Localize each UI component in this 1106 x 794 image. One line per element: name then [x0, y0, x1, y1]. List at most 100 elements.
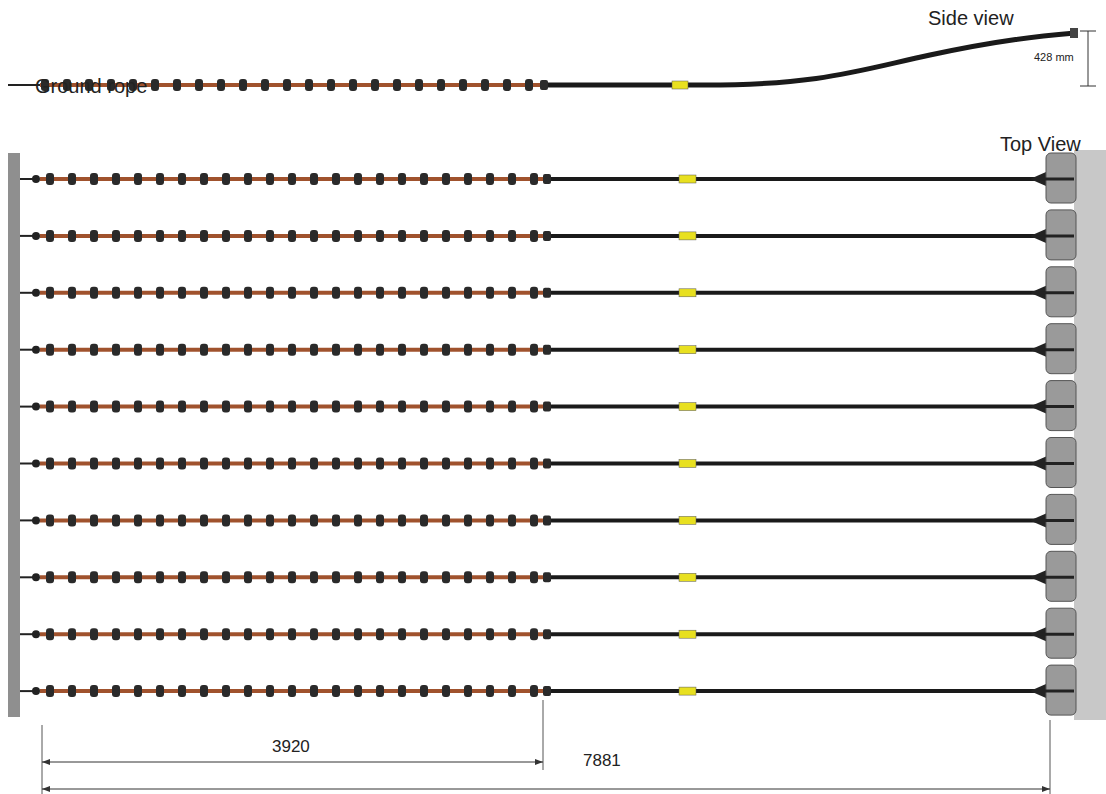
bobbin — [112, 344, 120, 356]
link — [1040, 576, 1074, 579]
bobbin — [46, 344, 54, 356]
bobbin — [90, 514, 98, 526]
bobbin — [464, 514, 472, 526]
bobbin — [46, 571, 54, 583]
bobbin — [530, 230, 538, 242]
label: 3920 — [272, 738, 310, 755]
bobbin — [543, 174, 551, 184]
bobbin — [222, 344, 230, 356]
link — [20, 349, 34, 351]
bobbin — [244, 514, 252, 526]
bobbin — [200, 458, 208, 470]
bobbin — [464, 401, 472, 413]
dimension-3920 — [42, 700, 1050, 794]
bobbin — [112, 401, 120, 413]
rope-rows — [20, 153, 1076, 715]
bobbin — [90, 571, 98, 583]
bobbin — [68, 230, 76, 242]
bobbin — [508, 344, 516, 356]
bobbin — [288, 230, 296, 242]
bobbin — [376, 344, 384, 356]
bobbin — [288, 458, 296, 470]
bobbin — [244, 401, 252, 413]
bobbin — [354, 514, 362, 526]
bobbin — [543, 402, 551, 412]
bobbin — [442, 514, 450, 526]
bobbin — [46, 287, 54, 299]
bobbin — [244, 685, 252, 697]
bobbin — [327, 79, 335, 91]
bobbin — [178, 401, 186, 413]
bobbin — [508, 173, 516, 185]
bobbin — [156, 344, 164, 356]
bobbin — [464, 173, 472, 185]
link — [20, 235, 34, 237]
link — [1040, 462, 1074, 465]
side-view-rope — [8, 28, 1078, 91]
bobbin — [112, 287, 120, 299]
bobbin — [354, 344, 362, 356]
bobbin — [266, 173, 274, 185]
bobbin — [200, 344, 208, 356]
bobbin — [530, 458, 538, 470]
bobbin — [134, 287, 142, 299]
bobbin — [464, 685, 472, 697]
rope-segment — [551, 291, 1040, 295]
bobbin — [266, 628, 274, 640]
bobbin — [354, 685, 362, 697]
bobbin — [464, 287, 472, 299]
bobbin — [310, 230, 318, 242]
bobbin — [354, 401, 362, 413]
bobbin — [222, 628, 230, 640]
bobbin — [543, 345, 551, 355]
bobbin — [156, 514, 164, 526]
bobbin — [543, 288, 551, 298]
bobbin — [543, 572, 551, 582]
bobbin — [222, 230, 230, 242]
bobbin — [508, 514, 516, 526]
link — [1040, 405, 1074, 408]
bobbin — [398, 628, 406, 640]
bobbin — [420, 571, 428, 583]
bobbin — [112, 514, 120, 526]
rope-segment — [551, 689, 1040, 693]
bobbin — [530, 628, 538, 640]
bobbin — [464, 458, 472, 470]
bobbin — [332, 458, 340, 470]
bobbin — [68, 401, 76, 413]
bobbin — [332, 173, 340, 185]
bobbin — [156, 173, 164, 185]
bobbin — [503, 79, 511, 91]
bobbin — [90, 628, 98, 640]
marker — [679, 630, 696, 638]
bobbin — [398, 458, 406, 470]
bobbin — [420, 628, 428, 640]
bobbin — [543, 686, 551, 696]
bobbin — [244, 173, 252, 185]
marker — [679, 232, 696, 240]
bobbin — [222, 571, 230, 583]
marker — [679, 573, 696, 581]
bobbin — [178, 173, 186, 185]
rope-segment — [551, 405, 1040, 409]
bobbin — [310, 173, 318, 185]
bobbin — [354, 628, 362, 640]
bobbin — [310, 628, 318, 640]
bobbin — [68, 173, 76, 185]
bobbin — [46, 230, 54, 242]
bobbin — [349, 79, 357, 91]
rope-segment — [551, 348, 1040, 352]
bobbin — [530, 685, 538, 697]
bobbin — [178, 287, 186, 299]
bobbin — [156, 401, 164, 413]
bobbin — [398, 685, 406, 697]
bobbin — [266, 685, 274, 697]
bobbin — [508, 571, 516, 583]
bobbin — [200, 173, 208, 185]
bobbin — [486, 514, 494, 526]
bobbin — [398, 401, 406, 413]
bobbin — [200, 287, 208, 299]
bobbin — [134, 514, 142, 526]
bobbin — [442, 230, 450, 242]
